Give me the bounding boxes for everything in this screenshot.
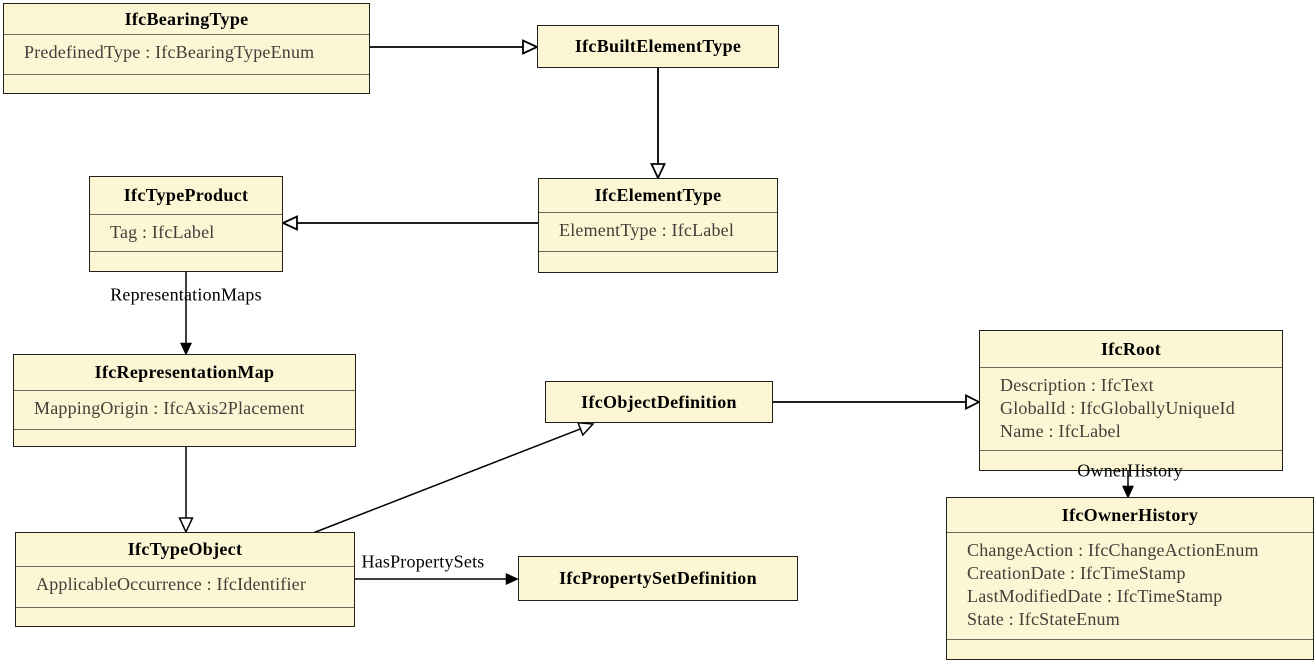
- edge-label-owner-history: OwnerHistory: [1077, 460, 1183, 481]
- class-operations-empty: [14, 430, 355, 446]
- class-attribute: GlobalId : IfcGloballyUniqueId: [1000, 398, 1235, 418]
- class-attribute: ApplicableOccurrence : IfcIdentifier: [36, 574, 307, 594]
- class-operations-empty: [16, 608, 354, 626]
- class-attribute: ChangeAction : IfcChangeActionEnum: [967, 540, 1259, 560]
- class-attributes: PredefinedType : IfcBearingTypeEnum: [4, 35, 369, 75]
- class-title: IfcOwnerHistory: [947, 498, 1313, 533]
- edge-label-has-property-sets: HasPropertySets: [361, 551, 485, 572]
- edge-ifctypeobject-to-ifcobjectdefinition: [312, 421, 595, 534]
- class-box-ifc-property-set-definition[interactable]: IfcPropertySetDefinition: [518, 556, 798, 601]
- class-attributes: ApplicableOccurrence : IfcIdentifier: [16, 567, 354, 608]
- class-attributes: Tag : IfcLabel: [90, 215, 282, 252]
- class-attribute: LastModifiedDate : IfcTimeStamp: [967, 586, 1223, 606]
- class-title: IfcRepresentationMap: [14, 355, 355, 391]
- class-title: IfcElementType: [539, 179, 777, 213]
- class-box-ifc-type-object[interactable]: IfcTypeObject ApplicableOccurrence : Ifc…: [15, 532, 355, 627]
- edge-ifcrepresentationmap-to-ifctypeobject: [178, 447, 194, 534]
- class-attribute: ElementType : IfcLabel: [559, 220, 735, 240]
- class-box-ifc-type-product[interactable]: IfcTypeProduct Tag : IfcLabel: [89, 176, 283, 272]
- class-attribute: State : IfcStateEnum: [967, 609, 1120, 629]
- class-attribute: Tag : IfcLabel: [110, 222, 215, 242]
- class-box-ifc-built-element-type[interactable]: IfcBuiltElementType: [537, 25, 779, 68]
- class-attribute: CreationDate : IfcTimeStamp: [967, 563, 1186, 583]
- class-title: IfcPropertySetDefinition: [559, 568, 757, 588]
- edge-ifcelementtype-to-ifctypeproduct: [280, 215, 538, 231]
- class-title: IfcBearingType: [4, 4, 369, 35]
- edge-ifcbuiltelementtype-to-ifcelementtype: [650, 68, 666, 181]
- class-attribute: Name : IfcLabel: [1000, 421, 1121, 441]
- edge-ifcroot-to-ifcownerhistory: [1122, 471, 1134, 499]
- class-box-ifc-bearing-type[interactable]: IfcBearingType PredefinedType : IfcBeari…: [3, 3, 370, 94]
- edge-ifcobjectdefinition-to-ifcroot: [773, 394, 982, 410]
- class-title: IfcBuiltElementType: [574, 36, 742, 56]
- class-title: IfcTypeObject: [16, 533, 354, 567]
- class-operations-empty: [4, 75, 369, 93]
- class-box-ifc-object-definition[interactable]: IfcObjectDefinition: [545, 381, 773, 423]
- class-title: IfcTypeProduct: [90, 177, 282, 215]
- class-box-ifc-element-type[interactable]: IfcElementType ElementType : IfcLabel: [538, 178, 778, 273]
- class-attributes: Description : IfcText GlobalId : IfcGlob…: [980, 368, 1282, 451]
- class-attributes: ElementType : IfcLabel: [539, 213, 777, 252]
- class-box-ifc-root[interactable]: IfcRoot Description : IfcText GlobalId :…: [979, 330, 1283, 471]
- class-attributes: ChangeAction : IfcChangeActionEnum Creat…: [947, 533, 1313, 640]
- class-operations-empty: [539, 252, 777, 272]
- class-attribute: PredefinedType : IfcBearingTypeEnum: [24, 42, 315, 62]
- class-operations-empty: [90, 252, 282, 271]
- class-attribute: Description : IfcText: [1000, 375, 1154, 395]
- edge-ifctypeproduct-to-ifcrepresentationmap: [180, 272, 192, 356]
- class-attributes: MappingOrigin : IfcAxis2Placement: [14, 391, 355, 430]
- class-box-ifc-representation-map[interactable]: IfcRepresentationMap MappingOrigin : Ifc…: [13, 354, 356, 447]
- class-operations-empty: [947, 640, 1313, 659]
- class-box-ifc-owner-history[interactable]: IfcOwnerHistory ChangeAction : IfcChange…: [946, 497, 1314, 660]
- edge-ifcbearingtype-to-ifcbuiltelementtype: [370, 39, 540, 55]
- class-title: IfcRoot: [980, 331, 1282, 368]
- edge-ifctypeobject-to-ifcpropertysetdefinition: [355, 573, 519, 585]
- class-attribute: MappingOrigin : IfcAxis2Placement: [34, 398, 305, 418]
- edge-label-representation-maps: RepresentationMaps: [110, 284, 262, 305]
- class-title: IfcObjectDefinition: [581, 391, 737, 412]
